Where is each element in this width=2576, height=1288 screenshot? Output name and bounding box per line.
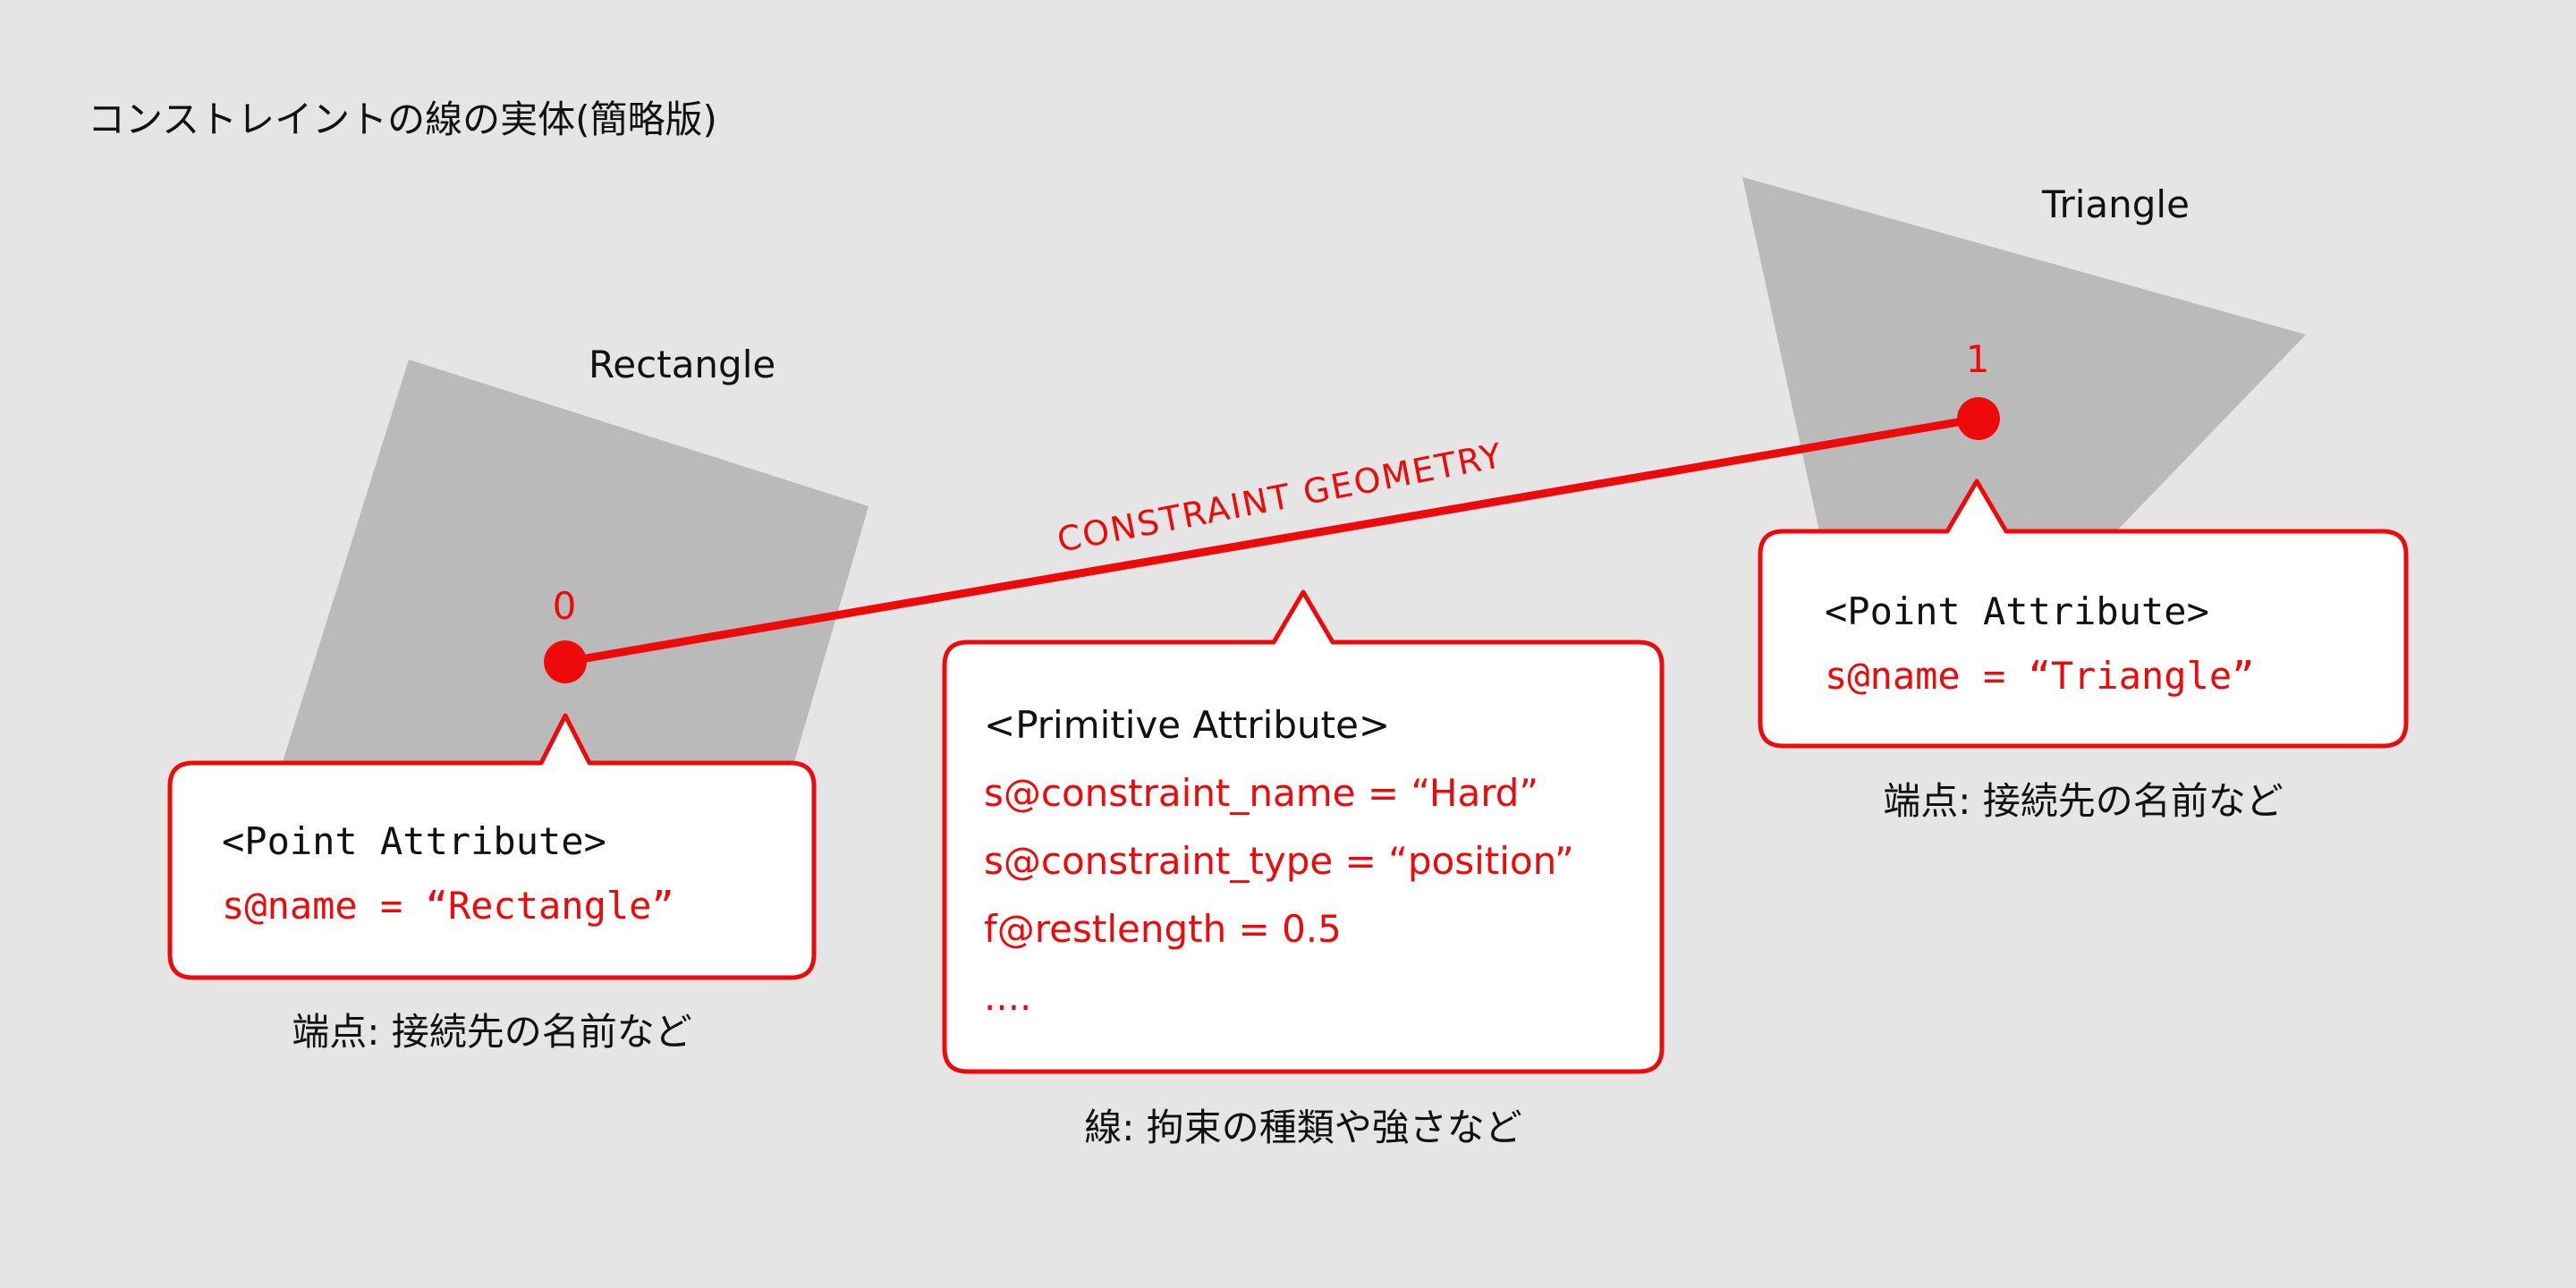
point0-callout-box bbox=[167, 713, 817, 980]
primitive-attr-ellipsis: .... bbox=[984, 975, 1031, 1019]
primitive-caption: 線: 拘束の種類や強さなど bbox=[1084, 1106, 1522, 1149]
primitive-attr-constraint-name: s@constraint_name = “Hard” bbox=[984, 771, 1538, 815]
constraint-line bbox=[561, 414, 1983, 666]
primitive-attr-constraint-type: s@constraint_type = “position” bbox=[984, 839, 1574, 883]
rectangle-label: Rectangle bbox=[589, 343, 775, 386]
constraint-point-0 bbox=[544, 640, 587, 683]
point0-caption: 端点: 接続先の名前など bbox=[292, 1010, 692, 1054]
rectangle-shape bbox=[282, 360, 869, 765]
point-0-index: 0 bbox=[553, 584, 577, 628]
point1-callout-attr: s@name = “Triangle” bbox=[1825, 654, 2254, 698]
point1-callout-box bbox=[1758, 479, 2409, 749]
constraint-point-1 bbox=[1957, 397, 2000, 440]
primitive-attr-restlength: f@restlength = 0.5 bbox=[984, 907, 1342, 951]
triangle-shape bbox=[1742, 177, 2306, 531]
diagram-title: コンストレイントの線の実体(簡略版) bbox=[88, 97, 717, 141]
primitive-callout-box bbox=[942, 589, 1665, 1074]
point0-callout-header: <Point Attribute> bbox=[222, 819, 606, 863]
primitive-callout-header: <Primitive Attribute> bbox=[984, 703, 1390, 747]
point1-caption: 端点: 接続先の名前など bbox=[1883, 779, 2284, 823]
triangle-label: Triangle bbox=[2041, 182, 2190, 226]
point1-callout-header: <Point Attribute> bbox=[1825, 589, 2209, 633]
point-1-index: 1 bbox=[1966, 337, 1990, 381]
point0-callout-attr: s@name = “Rectangle” bbox=[222, 884, 674, 928]
